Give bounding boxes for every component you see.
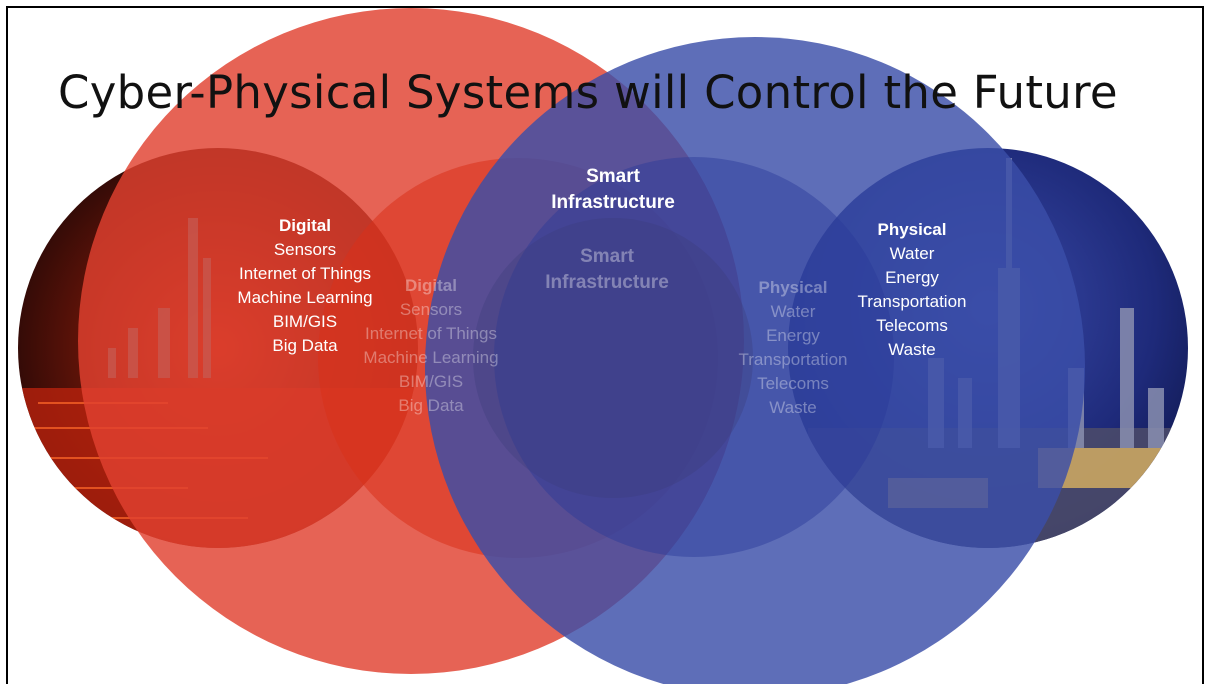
physical-item: Waste [888, 340, 936, 359]
smart-line-1: Smart [586, 166, 640, 187]
digital-item-echo: Big Data [398, 396, 464, 415]
physical-item-echo: Waste [769, 398, 817, 417]
physical-item-echo: Transportation [738, 350, 848, 369]
blue-circle [425, 37, 1085, 684]
digital-item: Internet of Things [239, 264, 371, 283]
physical-heading: Physical [877, 220, 947, 239]
physical-item: Transportation [857, 292, 967, 311]
digital-item: Machine Learning [237, 288, 373, 307]
digital-item: BIM/GIS [272, 312, 338, 331]
digital-item-echo: BIM/GIS [398, 372, 464, 391]
digital-heading-echo: Digital [405, 276, 457, 295]
physical-item-echo: Telecoms [757, 374, 829, 393]
physical-list: Physical Water Energy Transportation Tel… [827, 218, 997, 362]
blue-inner-circle [494, 157, 894, 557]
physical-list-echo: Physical Water Energy Transportation Tel… [708, 276, 878, 420]
physical-item: Energy [885, 268, 939, 287]
venn-diagram [18, 8, 1188, 684]
digital-item: Sensors [273, 240, 337, 259]
smart-line-1-echo: Smart [580, 246, 634, 267]
physical-item: Water [889, 244, 935, 263]
digital-item: Big Data [272, 336, 338, 355]
page-title: Cyber-Physical Systems will Control the … [58, 66, 1118, 119]
digital-list: Digital Sensors Internet of Things Machi… [220, 214, 390, 358]
slide-frame: Cyber-Physical Systems will Control the … [6, 6, 1204, 684]
digital-list-echo: Digital Sensors Internet of Things Machi… [346, 274, 516, 418]
digital-heading: Digital [279, 216, 331, 235]
physical-item-echo: Water [770, 302, 816, 321]
physical-item: Telecoms [876, 316, 948, 335]
digital-item-echo: Machine Learning [363, 348, 499, 367]
smart-line-2: Infrastructure [551, 192, 675, 213]
digital-item-echo: Sensors [399, 300, 463, 319]
physical-heading-echo: Physical [758, 278, 828, 297]
smart-infrastructure-label-echo: Smart Infrastructure [522, 244, 692, 296]
smart-line-2-echo: Infrastructure [545, 272, 669, 293]
smart-infrastructure-label: Smart Infrastructure [528, 164, 698, 216]
physical-item-echo: Energy [766, 326, 820, 345]
digital-item-echo: Internet of Things [365, 324, 497, 343]
center-globe [473, 218, 753, 498]
